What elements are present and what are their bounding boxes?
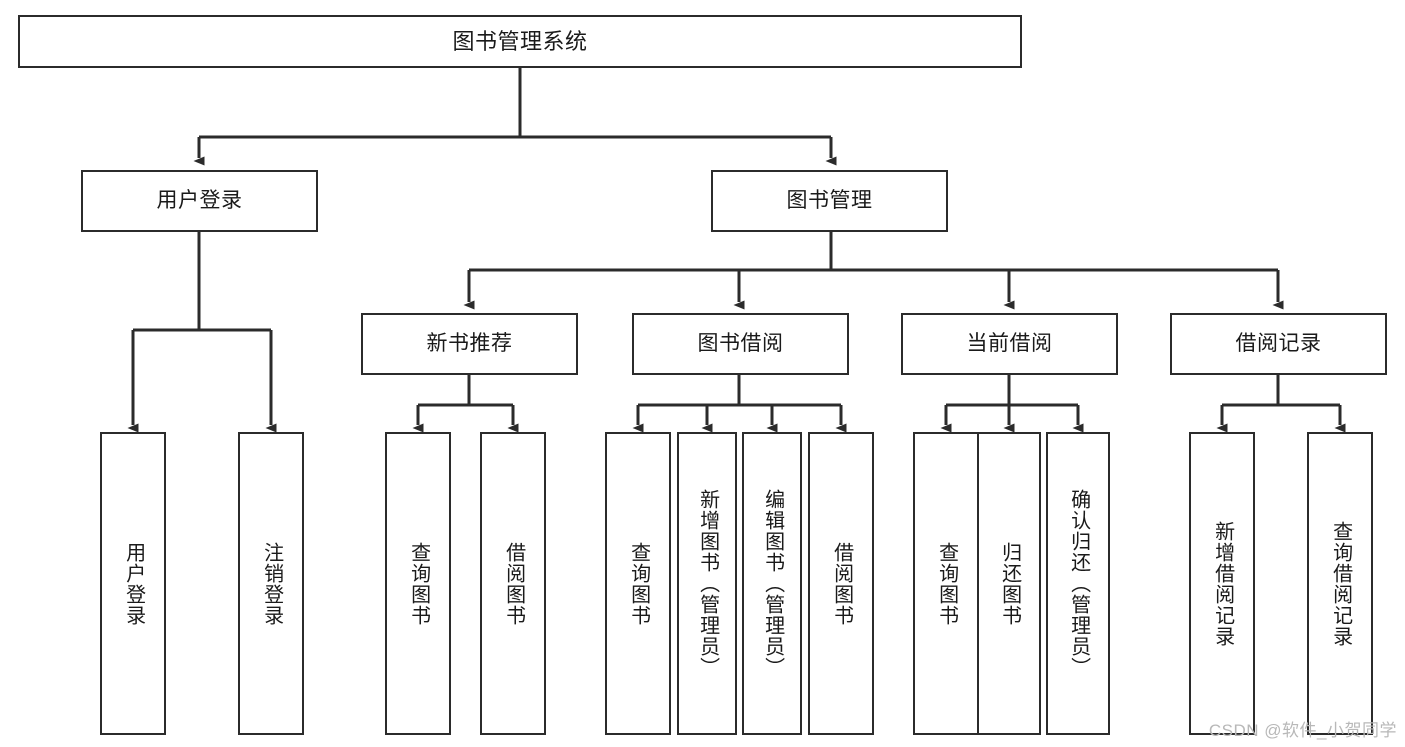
node-label: 查询图书: [407, 541, 430, 626]
node-label: 图书管理: [786, 188, 873, 212]
node-leaf-logout-login[interactable]: 注销登录: [238, 432, 304, 735]
node-book-borrow[interactable]: 图书借阅: [632, 313, 849, 375]
node-leaf-add-book[interactable]: 新增图书（管理员）: [677, 432, 737, 735]
node-new-book-recommend[interactable]: 新书推荐: [361, 313, 578, 375]
node-label: 新书推荐: [426, 331, 513, 355]
node-label: 新增借阅记录: [1211, 520, 1234, 647]
node-label: 借阅记录: [1235, 331, 1322, 355]
node-label: 查询图书: [627, 541, 650, 626]
node-label: 用户登录: [156, 188, 243, 212]
node-leaf-query-book-1[interactable]: 查询图书: [385, 432, 451, 735]
node-book-manage[interactable]: 图书管理: [711, 170, 948, 232]
node-leaf-query-book-3[interactable]: 查询图书: [913, 432, 979, 735]
node-root-system[interactable]: 图书管理系统: [18, 15, 1022, 68]
node-label: 图书借阅: [697, 331, 784, 355]
node-leaf-return-book[interactable]: 归还图书: [977, 432, 1041, 735]
node-user-login[interactable]: 用户登录: [81, 170, 318, 232]
node-label: 图书管理系统: [452, 28, 588, 54]
csdn-watermark: CSDN @软件_小贺同学: [1208, 721, 1397, 740]
node-leaf-add-record[interactable]: 新增借阅记录: [1189, 432, 1255, 735]
node-label: 借阅图书: [502, 541, 525, 626]
node-label: 确认归还（管理员）: [1067, 489, 1090, 678]
node-leaf-query-book-2[interactable]: 查询图书: [605, 432, 671, 735]
node-label: 借阅图书: [830, 541, 853, 626]
node-label: 注销登录: [260, 541, 283, 626]
node-leaf-query-record[interactable]: 查询借阅记录: [1307, 432, 1373, 735]
node-leaf-user-login[interactable]: 用户登录: [100, 432, 166, 735]
node-label: 新增图书（管理员）: [696, 489, 719, 678]
node-borrow-record[interactable]: 借阅记录: [1170, 313, 1387, 375]
node-label: 查询借阅记录: [1329, 520, 1352, 647]
node-leaf-edit-book[interactable]: 编辑图书（管理员）: [742, 432, 802, 735]
node-label: 当前借阅: [966, 331, 1053, 355]
node-leaf-borrow-book-2[interactable]: 借阅图书: [808, 432, 874, 735]
node-leaf-confirm-return[interactable]: 确认归还（管理员）: [1046, 432, 1110, 735]
node-label: 用户登录: [122, 541, 145, 626]
node-label: 查询图书: [935, 541, 958, 626]
node-label: 编辑图书（管理员）: [761, 489, 784, 678]
node-label: 归还图书: [998, 541, 1021, 626]
node-leaf-borrow-book-1[interactable]: 借阅图书: [480, 432, 546, 735]
node-current-borrow[interactable]: 当前借阅: [901, 313, 1118, 375]
